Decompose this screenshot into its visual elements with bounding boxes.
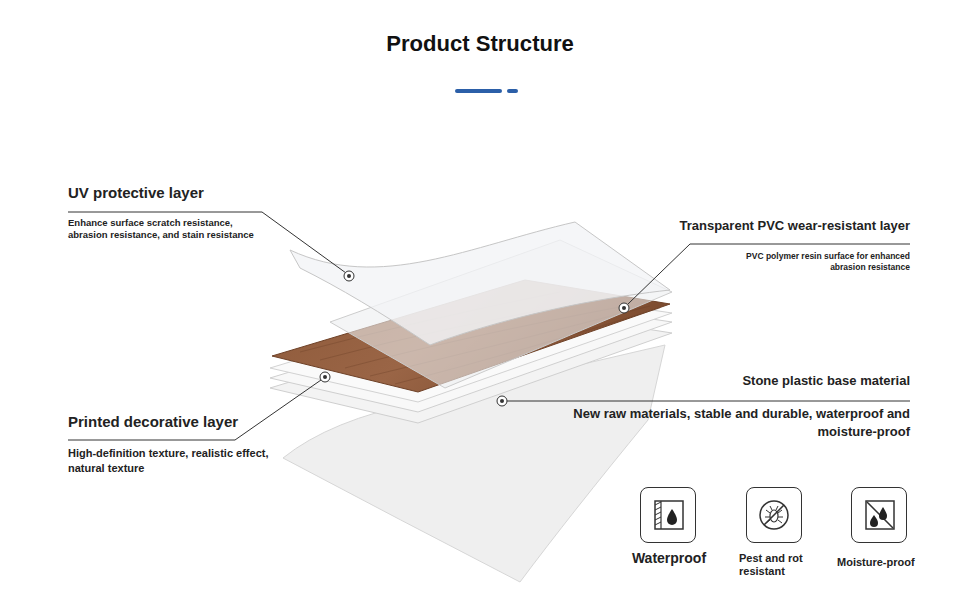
feature-label: Moisture-proof [837, 556, 929, 569]
layer-description: New raw materials, stable and durable, w… [555, 405, 910, 440]
layer-name: UV protective layer [68, 183, 204, 203]
layer-description: Enhance surface scratch resistance, abra… [68, 217, 268, 242]
feature-icon [641, 488, 695, 542]
layer-name: Stone plastic base material [742, 373, 910, 390]
feature-label: Waterproof [625, 550, 713, 567]
feature-icon-box: Waterproof [640, 487, 696, 543]
page-title: Product Structure [0, 30, 960, 58]
feature-label: Pest and rot resistant [739, 552, 819, 578]
layer-description: PVC polymer resin surface for enhanced a… [710, 251, 910, 273]
layer-name: Transparent PVC wear-resistant layer [680, 218, 911, 235]
feature-icon-box: Moisture-proof [851, 487, 907, 543]
feature-icon [852, 488, 906, 542]
layer-name: Printed decorative layer [68, 412, 238, 432]
feature-icon-box: Pest and rot resistant [746, 487, 802, 543]
layer-description: High-definition texture, realistic effec… [68, 446, 278, 476]
feature-icon [747, 488, 801, 542]
